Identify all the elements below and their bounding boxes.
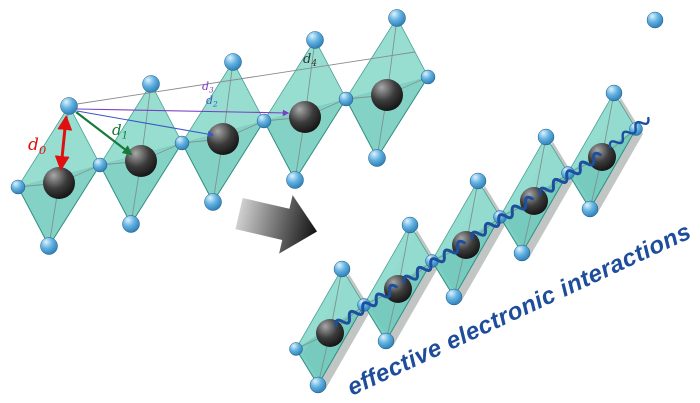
large-atom [43,167,75,199]
small-atom [333,260,351,278]
octahedron-top-face [296,269,364,349]
octahedron-top-face [182,62,264,143]
interaction-wave [608,116,650,149]
bond-line [99,83,183,225]
bond-line [263,39,347,181]
d0-distance-arrow [54,115,73,171]
large-atom [289,101,321,133]
small-atom [309,376,327,394]
small-atom [40,237,58,255]
d3-distance-arrow [76,108,290,117]
small-atom [401,216,419,234]
small-atom [92,157,108,173]
large-atom [207,123,239,155]
small-atom [142,75,160,93]
small-atom [204,193,222,211]
d0-label: d0 [28,135,46,157]
small-atom [388,9,406,27]
interaction-wave [402,239,466,284]
small-atom [122,215,140,233]
octahedron-top-face [364,225,432,305]
octahedron-top-face [500,137,568,217]
d2-distance-arrow [76,110,215,138]
d3-label: d3 [202,80,214,95]
interaction-wave [470,195,534,240]
small-atom [286,171,304,189]
small-atom [10,179,26,195]
bond-line [363,224,433,342]
small-atom [646,11,664,29]
small-atom [368,149,386,167]
octahedron-top-face [568,93,636,173]
interaction-wave [538,151,602,196]
d2-label: d2 [206,94,218,109]
small-atom [256,113,272,129]
small-atom [513,244,531,262]
transform-arrow [235,195,318,254]
small-atom [174,135,190,151]
small-atom [377,332,395,350]
interaction-wave [334,283,398,328]
large-atom [125,145,157,177]
d1-label: d1 [112,121,128,142]
small-atom [224,53,242,71]
small-atom [420,69,436,85]
bond-line [567,92,637,210]
small-atom [60,97,78,115]
bond-line [345,17,429,159]
bond-line [499,136,569,254]
large-atom [316,319,344,347]
small-atom [469,172,487,190]
distance-annotations: d0 d1 d3 d2 d4 [28,51,416,171]
small-atom [306,31,324,49]
octahedron-top-face [432,181,500,261]
interaction-waves [334,116,650,328]
d4-label: d4 [303,52,317,69]
distance-octahedra-chain [10,9,436,255]
octahedron-top-face [264,40,346,121]
small-atom [338,91,354,107]
small-atom [605,84,623,102]
small-atom [581,200,599,218]
bond-line [295,268,365,386]
d1-distance-arrow [75,111,133,156]
bond-line [431,180,501,298]
octahedron-top-face [346,18,428,99]
d4-distance-line [76,51,416,105]
small-atom [445,288,463,306]
small-atom [289,342,303,356]
small-atom [537,128,555,146]
large-atom [371,79,403,111]
bond-line [181,61,265,203]
